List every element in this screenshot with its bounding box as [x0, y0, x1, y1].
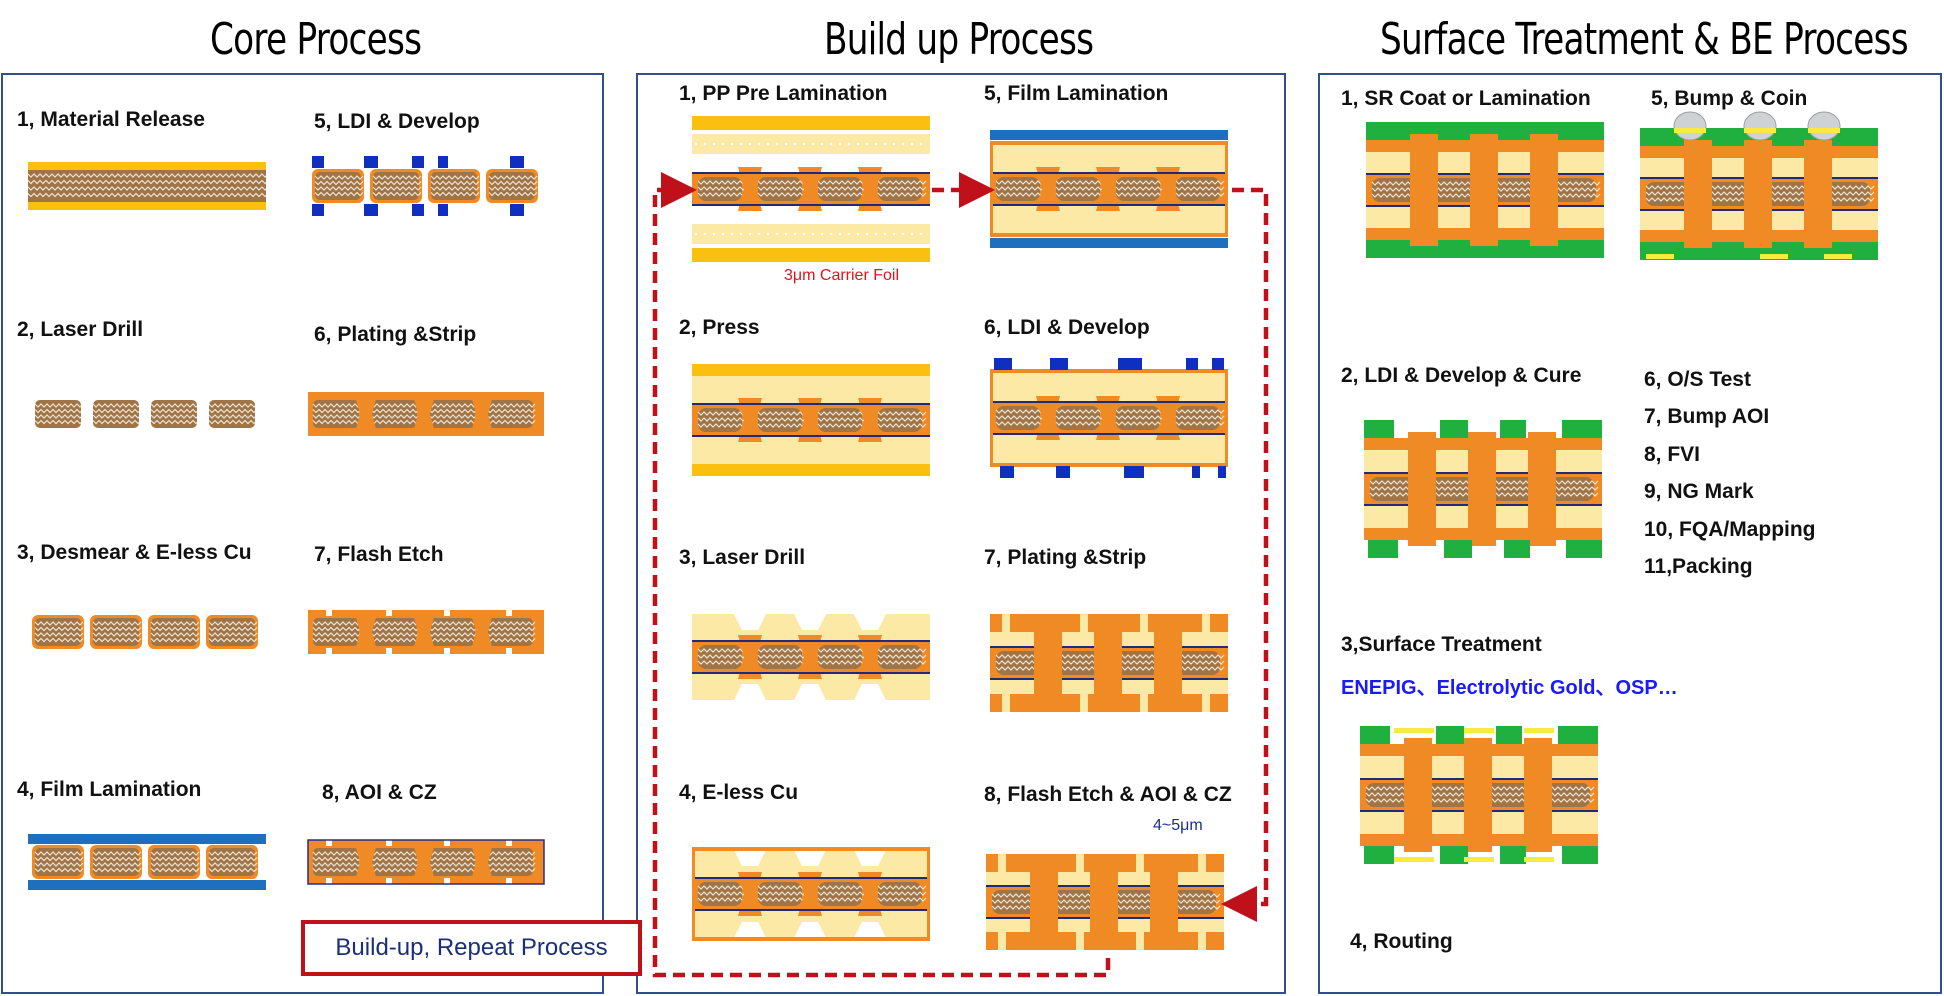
surface-step-1-cross-section: [1366, 122, 1604, 258]
buildup-step-1-label: 1, PP Pre Lamination: [679, 82, 888, 105]
surface-step-5-label: 5, Bump & Coin: [1651, 87, 1808, 110]
buildup-step-4-cross-section: [692, 847, 930, 941]
arrow-to-pp-lamination: [652, 172, 894, 978]
surface-process-title: Surface Treatment & BE Process: [1380, 14, 1909, 65]
core-step-3-cross-section: [32, 615, 258, 649]
buildup-step-2-label: 2, Press: [679, 316, 760, 339]
buildup-step-7-cross-section: [990, 614, 1228, 712]
core-step-5-label: 5, LDI & Develop: [314, 110, 480, 133]
repeat-process-box: Build-up, Repeat Process: [301, 920, 642, 976]
buildup-step-8-label: 8, Flash Etch & AOI & CZ: [984, 783, 1232, 806]
buildup-step-1-cross-section: [692, 116, 930, 262]
be-step-7-label: 7, Bump AOI: [1644, 405, 1770, 428]
core-process-title: Core Process: [210, 14, 422, 65]
buildup-process-panel: [636, 73, 1286, 994]
surface-process-panel: [1318, 73, 1942, 994]
core-step-2-cross-section: [34, 400, 258, 428]
be-step-9-label: 9, NG Mark: [1644, 480, 1754, 503]
be-step-6-label: 6, O/S Test: [1644, 368, 1751, 391]
thickness-note: 4~5μm: [1153, 817, 1203, 834]
buildup-step-5-label: 5, Film Lamination: [984, 82, 1169, 105]
repeat-process-label: Build-up, Repeat Process: [335, 934, 608, 961]
core-step-4-cross-section: [28, 834, 266, 890]
core-step-1-cross-section: [28, 162, 266, 210]
buildup-step-4-label: 4, E-less Cu: [679, 781, 799, 804]
buildup-step-6-cross-section: [990, 358, 1228, 478]
core-step-2-label: 2, Laser Drill: [17, 318, 144, 341]
buildup-process-title: Build up Process: [824, 14, 1094, 65]
buildup-step-7-label: 7, Plating &Strip: [984, 546, 1147, 569]
arrow-to-flash-etch: [1221, 187, 1269, 922]
buildup-step-2-cross-section: [692, 364, 930, 476]
buildup-step-3-label: 3, Laser Drill: [679, 546, 806, 569]
arrow-to-repeat-box: [894, 958, 1111, 978]
be-step-11-label: 11,Packing: [1644, 555, 1753, 578]
surface-step-3-cross-section: [1360, 726, 1598, 864]
surface-step-2-label: 2, LDI & Develop & Cure: [1341, 364, 1582, 387]
core-step-8-cross-section: [307, 838, 545, 886]
core-step-1-label: 1, Material Release: [17, 108, 205, 131]
core-step-8-label: 8, AOI & CZ: [322, 781, 437, 804]
core-step-6-cross-section: [308, 392, 544, 436]
be-step-8-label: 8, FVI: [1644, 443, 1701, 466]
buildup-step-8-cross-section: [986, 854, 1224, 950]
core-step-7-cross-section: [308, 608, 544, 656]
carrier-foil-note: 3μm Carrier Foil: [784, 267, 900, 284]
buildup-step-6-label: 6, LDI & Develop: [984, 316, 1150, 339]
surface-step-4-label: 4, Routing: [1350, 930, 1453, 953]
core-step-5-cross-section: [312, 156, 538, 216]
surface-step-3-label: 3,Surface Treatment: [1341, 633, 1542, 656]
surface-finish-options: ENEPIG、Electrolytic Gold、OSP…: [1341, 677, 1678, 699]
core-step-6-label: 6, Plating &Strip: [314, 323, 477, 346]
core-step-7-label: 7, Flash Etch: [314, 543, 444, 566]
core-step-3-label: 3, Desmear & E-less Cu: [17, 541, 252, 564]
surface-step-5-cross-section: [1640, 111, 1878, 260]
surface-step-1-label: 1, SR Coat or Lamination: [1341, 87, 1591, 110]
buildup-step-5-cross-section: [990, 130, 1228, 248]
core-step-4-label: 4, Film Lamination: [17, 778, 202, 801]
core-process-panel: [1, 73, 604, 994]
buildup-step-3-cross-section: [692, 614, 930, 700]
surface-step-2-cross-section: [1364, 420, 1602, 558]
be-step-10-label: 10, FQA/Mapping: [1644, 518, 1816, 541]
